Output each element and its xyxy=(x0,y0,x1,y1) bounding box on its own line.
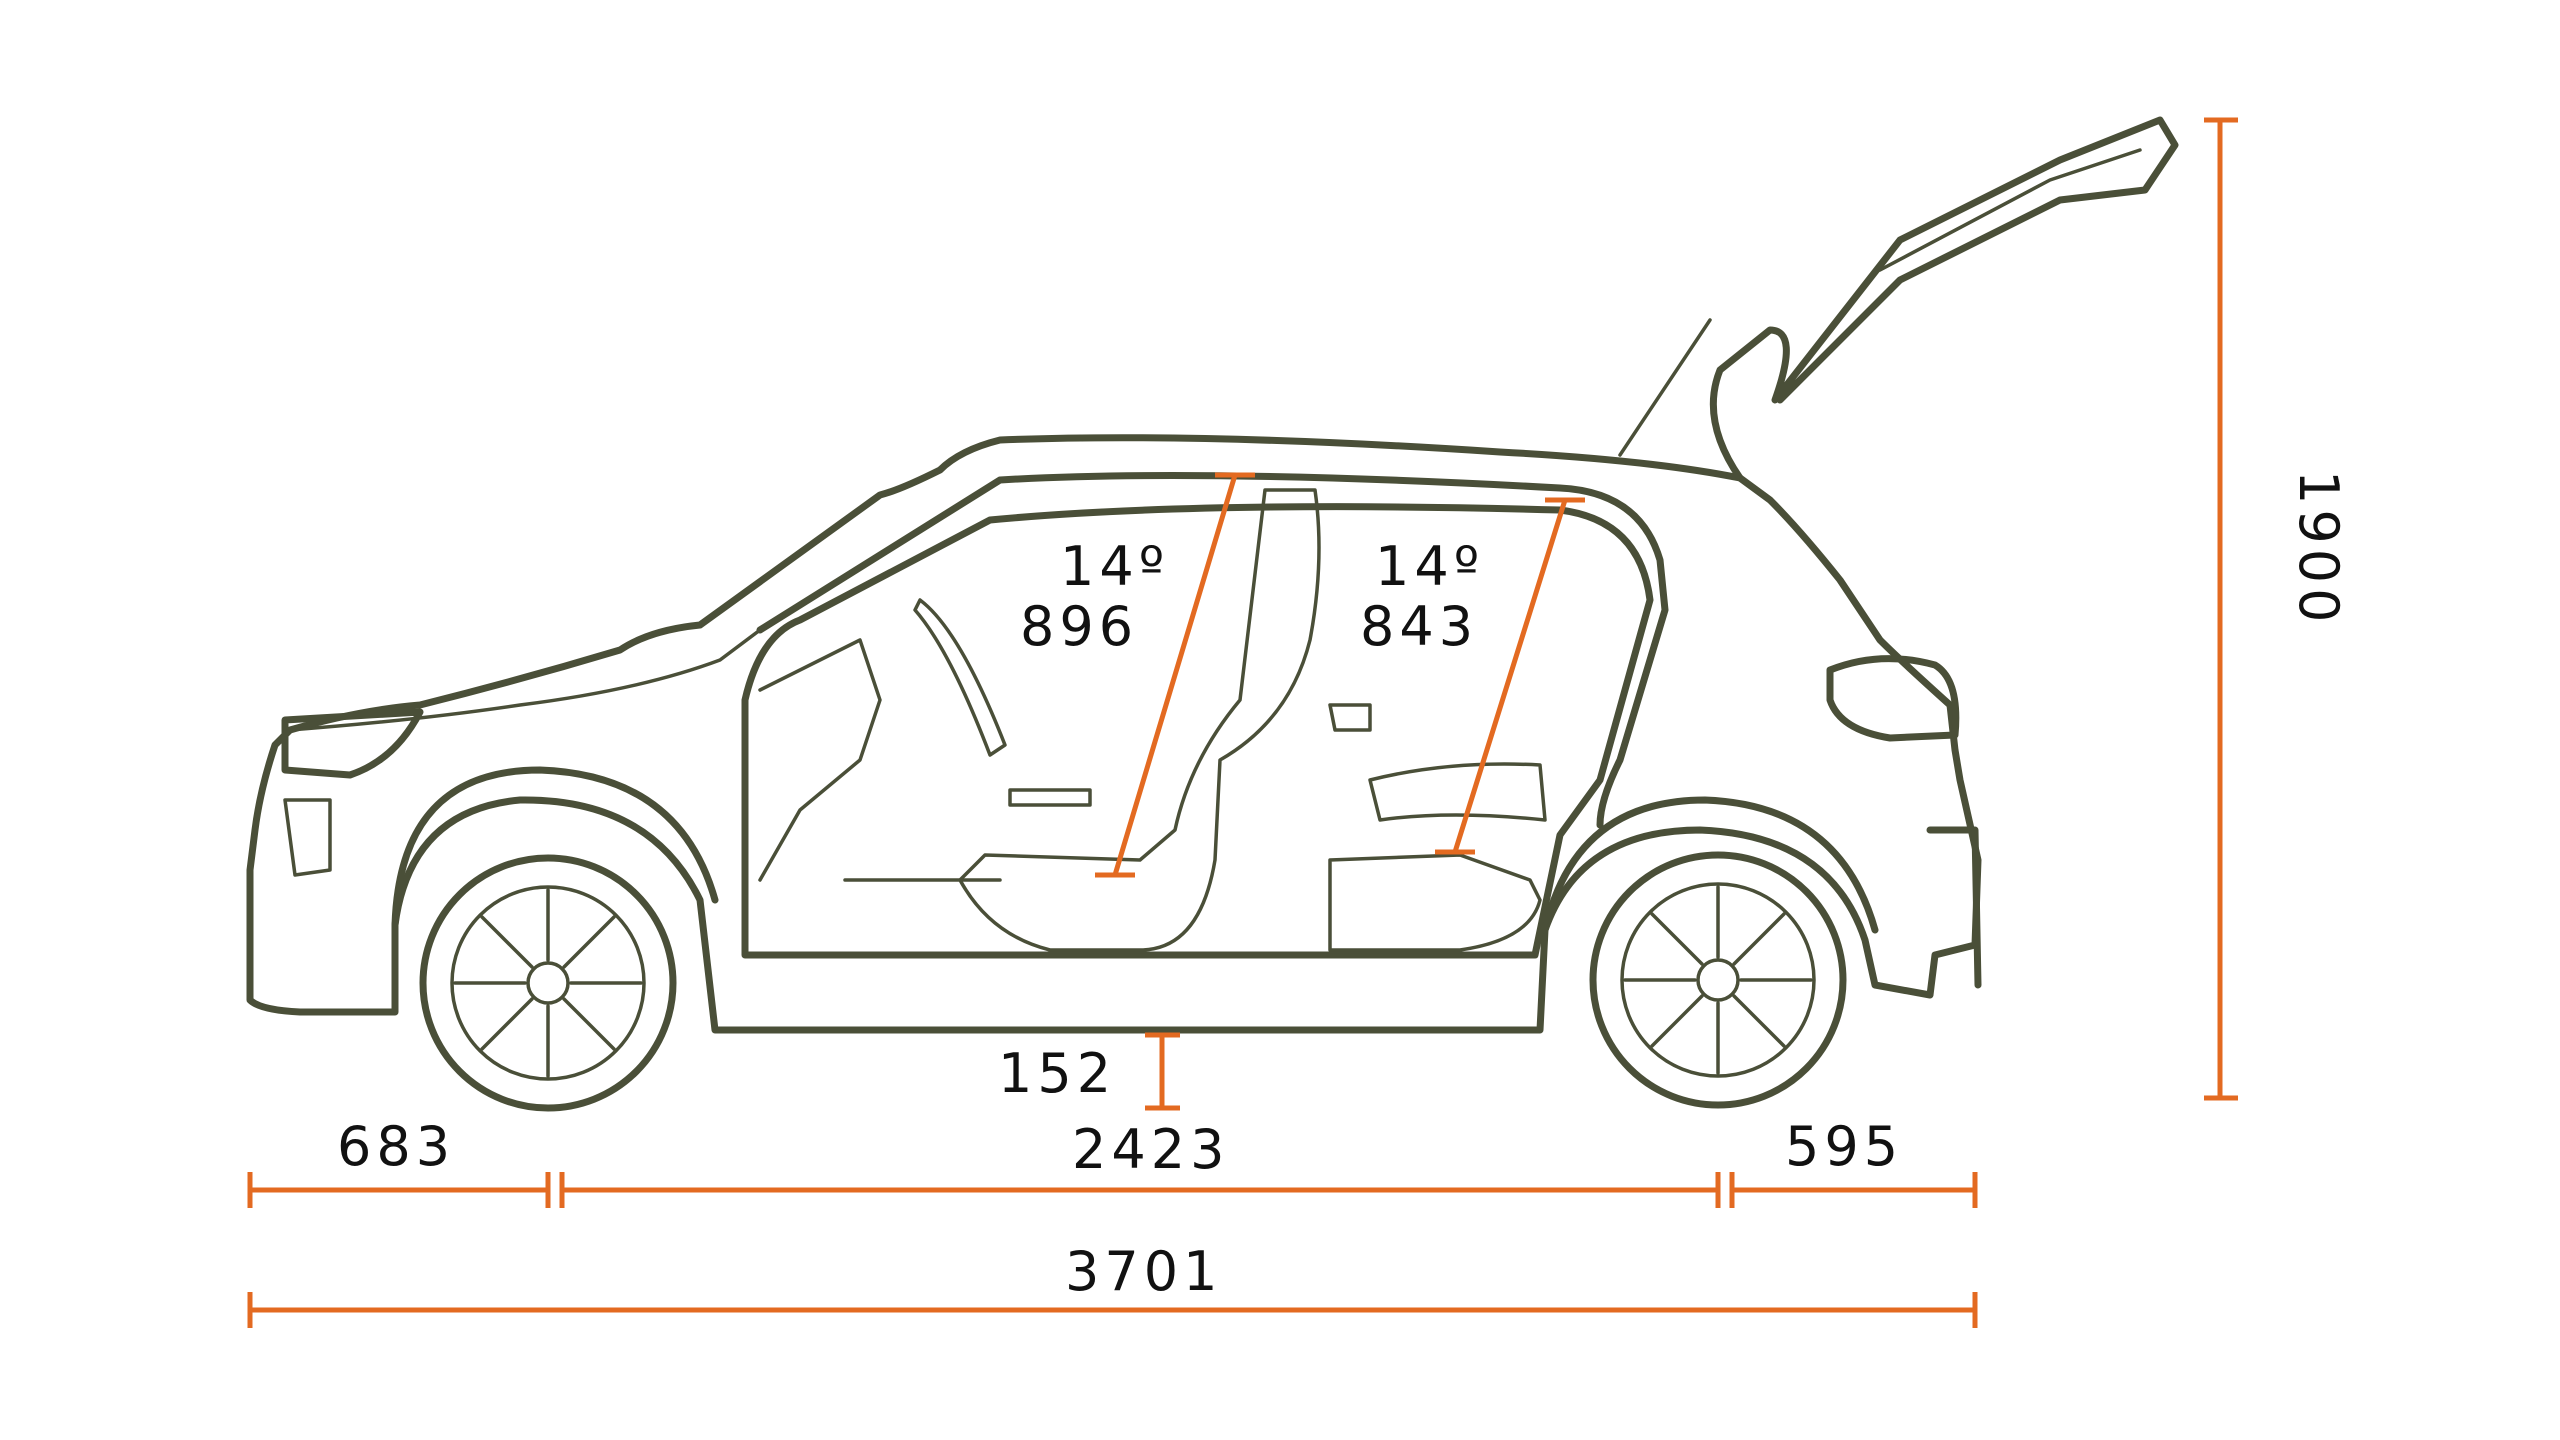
car-side-view xyxy=(246,116,2179,1112)
tailgate-inner xyxy=(1878,148,2142,272)
door-opening xyxy=(741,503,1654,959)
rear-door-trim xyxy=(1368,762,1547,822)
dimension-labels: 14º 896 14º 843 152 683 2423 595 3701 19… xyxy=(337,470,2350,1303)
ground-clearance-line xyxy=(1145,1032,1180,1111)
rear-bumper xyxy=(1926,826,1982,989)
front-overhang-label: 683 xyxy=(337,1115,455,1178)
car-roof-line xyxy=(756,472,1669,829)
wheelbase-line xyxy=(559,1172,1721,1208)
dashboard xyxy=(758,638,882,882)
front-wheel xyxy=(419,854,677,1112)
front-seat xyxy=(958,488,1321,952)
front-headroom-line xyxy=(1095,472,1255,878)
rear-seat-angle-label: 14º xyxy=(1375,535,1484,598)
wheelbase-label: 2423 xyxy=(1072,1118,1229,1181)
rear-seat xyxy=(1328,853,1542,952)
front-seat-angle-label: 14º xyxy=(1060,535,1169,598)
ground-clearance-label: 152 xyxy=(998,1042,1116,1105)
rear-overhang-line xyxy=(1729,1172,1978,1208)
rear-headroom-line xyxy=(1435,497,1585,855)
steering-wheel xyxy=(913,598,1007,757)
front-wheel-arch xyxy=(391,766,719,929)
front-door-trim xyxy=(1008,788,1092,807)
rear-overhang-label: 595 xyxy=(1785,1115,1903,1178)
open-tailgate xyxy=(1709,116,2179,482)
overall-height-line xyxy=(2204,117,2238,1101)
rear-wheel-arch xyxy=(1541,796,1879,934)
rear-wheel xyxy=(1589,851,1847,1109)
cabin-floor xyxy=(818,878,1537,957)
tailgate-strut xyxy=(1618,318,1712,457)
rear-door-handle xyxy=(1328,703,1372,732)
headlight xyxy=(281,708,424,779)
taillight xyxy=(1826,655,1960,742)
overall-length-line xyxy=(247,1292,1978,1328)
car-hood-line xyxy=(288,628,762,732)
overall-length-label: 3701 xyxy=(1065,1240,1222,1303)
rear-headroom-label: 843 xyxy=(1360,595,1478,658)
dimension-lines xyxy=(247,117,2238,1328)
front-headroom-label: 896 xyxy=(1020,595,1138,658)
front-grille xyxy=(283,798,332,877)
front-overhang-line xyxy=(247,1172,551,1208)
overall-height-label: 1900 xyxy=(2287,470,2350,627)
